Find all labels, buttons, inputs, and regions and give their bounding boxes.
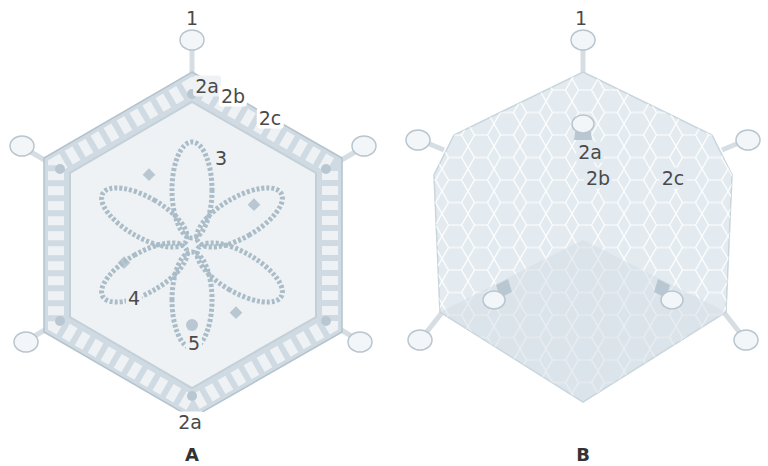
callout-number: 2c bbox=[660, 168, 687, 189]
callout-number: 2b bbox=[584, 168, 612, 189]
callout-number: 2a bbox=[193, 76, 221, 97]
callout-number: 1 bbox=[573, 8, 589, 29]
callout-number: 5 bbox=[186, 333, 202, 354]
panel-letter: B bbox=[574, 445, 592, 465]
callout-number: 1 bbox=[184, 8, 200, 29]
callout-number: 3 bbox=[213, 148, 229, 169]
callout-number: 2a bbox=[176, 412, 204, 433]
panel-letter: A bbox=[183, 445, 201, 465]
callout-number: 2b bbox=[219, 86, 247, 107]
callout-number: 2c bbox=[257, 108, 284, 129]
callout-number: 2a bbox=[576, 142, 604, 163]
callout-number: 4 bbox=[126, 288, 142, 309]
